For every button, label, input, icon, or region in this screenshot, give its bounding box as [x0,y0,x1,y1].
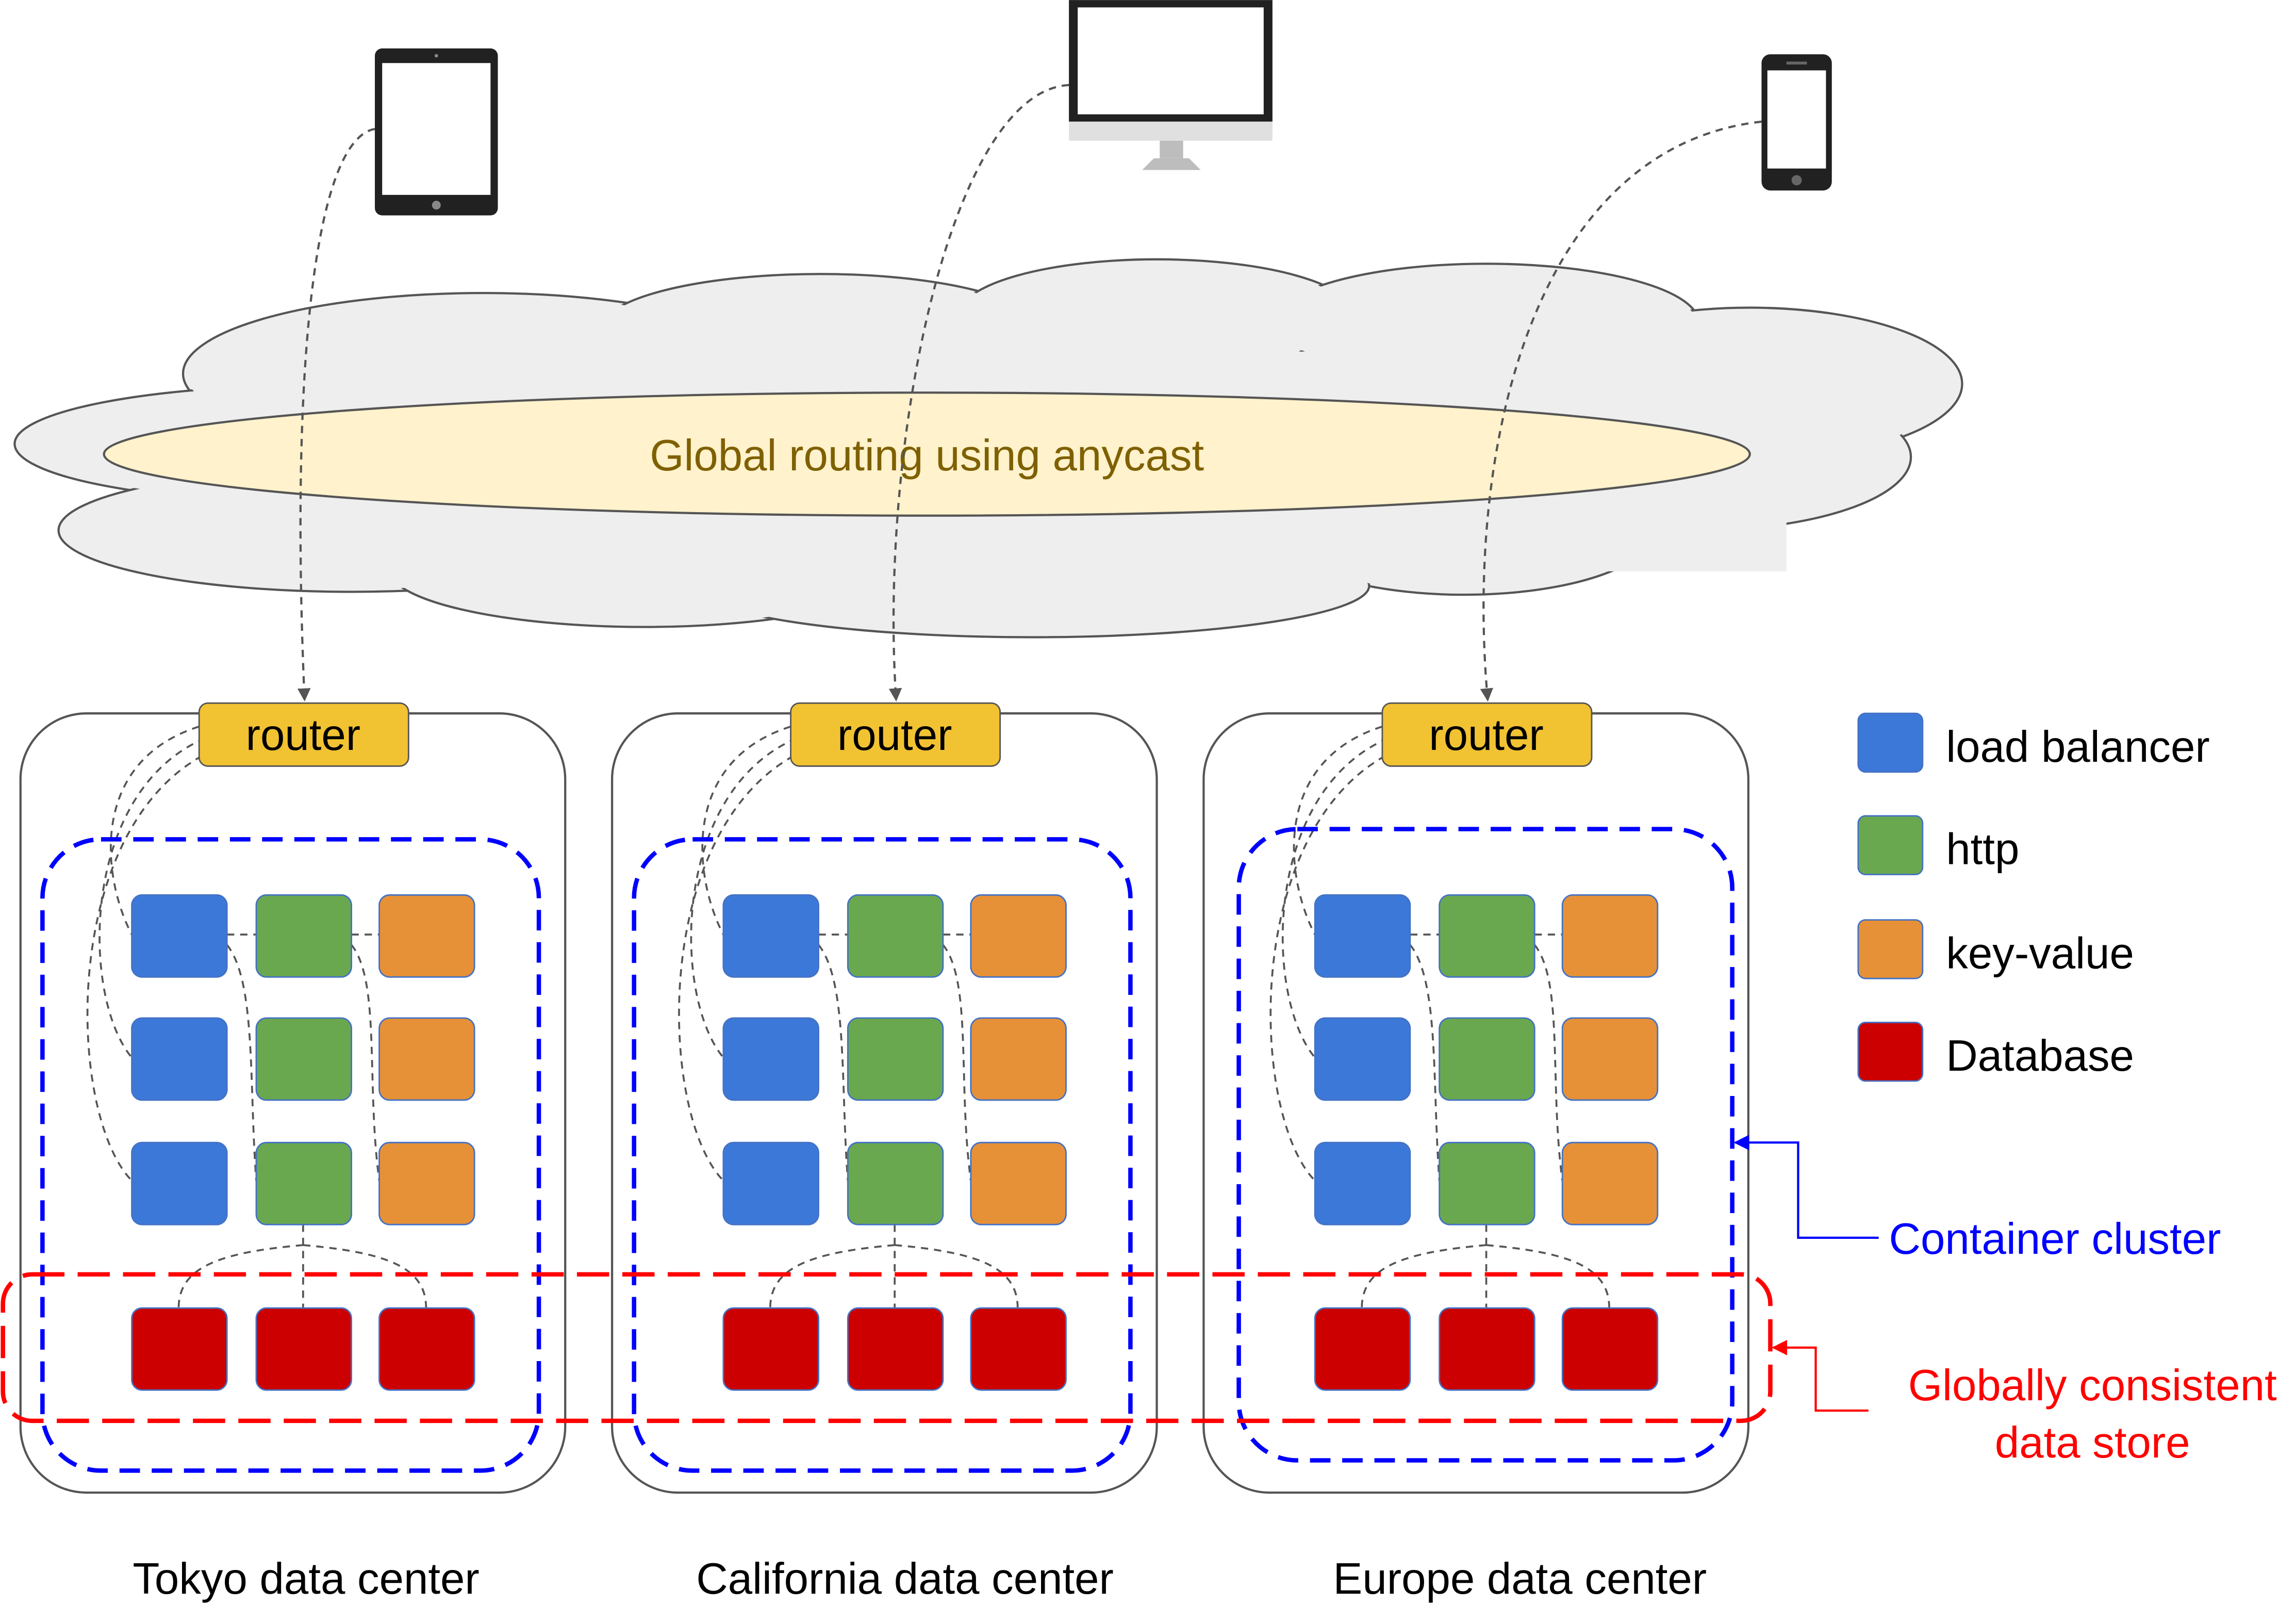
database-node [131,1307,228,1391]
load-balancer-node [1314,1141,1411,1225]
legend-swatch-http [1857,815,1924,875]
data-store-label-line2: data store [1995,1418,2190,1467]
router-box [198,702,409,767]
container-cluster-label: Container cluster [1889,1215,2221,1264]
tablet-icon [375,48,498,216]
load-balancer-node [722,1017,819,1101]
http-node [255,1017,353,1101]
container-cluster-outline [40,837,541,1473]
router-label: router [246,711,361,760]
route-desktop-to-california [888,84,1069,702]
key-value-node [1561,894,1659,978]
dc-caption: California data center [696,1554,1114,1603]
database-node [1439,1307,1535,1391]
desktop-monitor-icon [1069,0,1273,170]
dc-caption: Tokyo data center [133,1554,479,1603]
key-value-node [970,1017,1067,1101]
key-value-node [378,1141,475,1225]
key-value-node [1561,1141,1659,1225]
data-store-callout: Globally consistent data store [1772,1339,2277,1467]
dc-caption: Europe data center [1333,1554,1707,1603]
container-cluster-callout: Container cluster [1733,1135,2221,1264]
key-value-node [970,1141,1067,1225]
database-node [847,1307,944,1391]
load-balancer-node [131,1017,228,1101]
database-node [970,1307,1067,1391]
legend-label-key-value: key-value [1946,929,2134,978]
key-value-node [970,894,1067,978]
key-value-node [378,894,475,978]
route-phone-to-europe [1480,120,1762,702]
http-node [847,894,944,978]
legend-label-load-balancer: load balancer [1946,723,2209,772]
database-node [722,1307,819,1391]
http-node [1439,1141,1535,1225]
load-balancer-node [1314,894,1411,978]
router-label: router [1429,711,1544,760]
http-node [255,894,353,978]
phone-icon [1761,54,1832,191]
cloud-label: Global routing using anycast [650,431,1204,480]
key-value-node [378,1017,475,1101]
legend-swatch-key-value [1857,919,1924,979]
key-value-node [1561,1017,1659,1101]
data-store-arrow [1772,1339,1869,1412]
dc-tokyo: router Tokyo data center [40,702,541,1603]
load-balancer-node [131,894,228,978]
legend-label-database: Database [1946,1032,2134,1081]
anycast-routes [297,84,1762,702]
data-store-label-line1: Globally consistent [1908,1361,2277,1410]
http-node [1439,894,1535,978]
http-node [847,1141,944,1225]
route-tablet-to-tokyo [297,127,375,702]
anycast-routing-ellipse [103,391,1751,517]
router-box [1381,702,1593,767]
container-cluster-arrow [1733,1135,1879,1239]
container-cluster-outline [632,837,1133,1473]
http-node [847,1017,944,1101]
internal-links [678,725,1019,1308]
load-balancer-node [722,894,819,978]
internal-links [1269,725,1610,1308]
load-balancer-node [1314,1017,1411,1101]
load-balancer-node [131,1141,228,1225]
load-balancer-node [722,1141,819,1225]
legend: load balancer http key-value Database [1857,712,2210,1082]
database-node [255,1307,353,1391]
legend-label-http: http [1946,825,2019,874]
router-box [790,702,1001,767]
http-node [1439,1017,1535,1101]
database-node [378,1307,475,1391]
http-node [255,1141,353,1225]
dc-europe: router Europe data center [1236,702,1735,1603]
database-node [1314,1307,1411,1391]
container-cluster-outline [1236,827,1735,1463]
legend-swatch-load-balancer [1857,712,1924,773]
global-data-store-outline [1,1272,1773,1423]
internal-links [86,725,427,1308]
legend-swatch-database [1857,1021,1924,1082]
dc-california: router California data center [632,702,1133,1603]
database-node [1561,1307,1659,1391]
router-label: router [837,711,952,760]
cloud: Global routing using anycast [13,258,1963,639]
